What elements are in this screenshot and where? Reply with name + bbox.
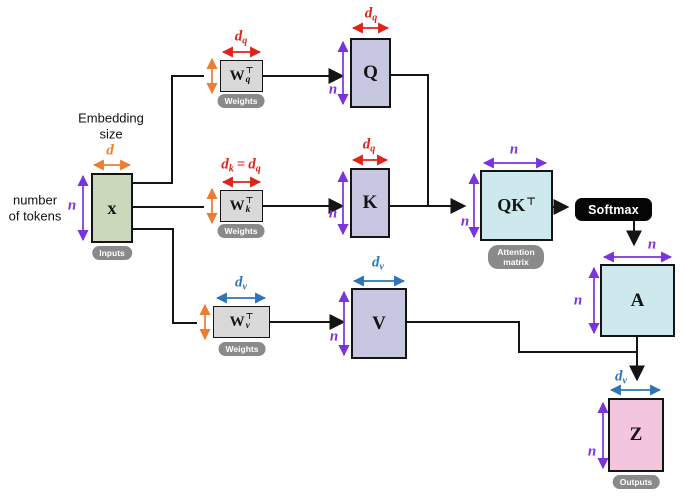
dim-n-label-qkt-top: n	[509, 141, 519, 158]
softmax-block: Softmax	[575, 198, 652, 221]
dim-n-label-a-left: n	[573, 292, 583, 309]
weight-matrix-wq: W⊤q	[220, 60, 263, 92]
dim-n-label-v: n	[329, 328, 339, 345]
dim-dv-label-v: dv	[372, 254, 384, 273]
weight-matrix-wv: W⊤v	[213, 306, 270, 338]
dim-dv-label-z: dv	[615, 368, 627, 387]
input-matrix-x: x	[91, 173, 133, 243]
attention-weights-matrix-a: A	[600, 264, 675, 337]
dim-n-label-qkt-left: n	[460, 213, 470, 230]
dim-dv-label-wv: dv	[235, 274, 247, 293]
dim-n-label-a-top: n	[647, 236, 657, 253]
attention-scores-matrix-qkt: QK⊤	[480, 170, 553, 241]
output-matrix-z: Z	[608, 398, 664, 472]
dim-dq-label-wq: dq	[234, 28, 248, 47]
value-matrix-v: V	[351, 288, 407, 359]
dim-n-label-x: n	[67, 197, 77, 214]
attention-matrix-badge: Attention matrix	[488, 245, 544, 270]
dim-dq-label-k: dq	[362, 136, 376, 155]
key-matrix-k: K	[350, 168, 390, 238]
weight-matrix-wk: W⊤k	[220, 190, 263, 222]
outputs-badge: Outputs	[612, 475, 660, 490]
dim-dk-eq-dq-label: dk=dq	[221, 156, 261, 175]
dim-n-label-z: n	[587, 443, 597, 460]
input-matrix-label: x	[107, 197, 117, 218]
embedding-size-label: Embedding size	[78, 110, 144, 141]
number-of-tokens-label: number of tokens	[8, 192, 62, 223]
inputs-badge: Inputs	[92, 246, 132, 261]
query-matrix-q: Q	[350, 38, 391, 108]
dim-dq-label-q: dq	[364, 5, 378, 24]
dim-n-label-q: n	[328, 81, 338, 98]
weights-badge-k: Weights	[217, 224, 265, 239]
weights-badge-q: Weights	[217, 94, 265, 109]
dim-n-label-k: n	[328, 205, 338, 222]
weights-badge-v: Weights	[218, 342, 266, 357]
dim-d-label: d	[106, 142, 114, 159]
